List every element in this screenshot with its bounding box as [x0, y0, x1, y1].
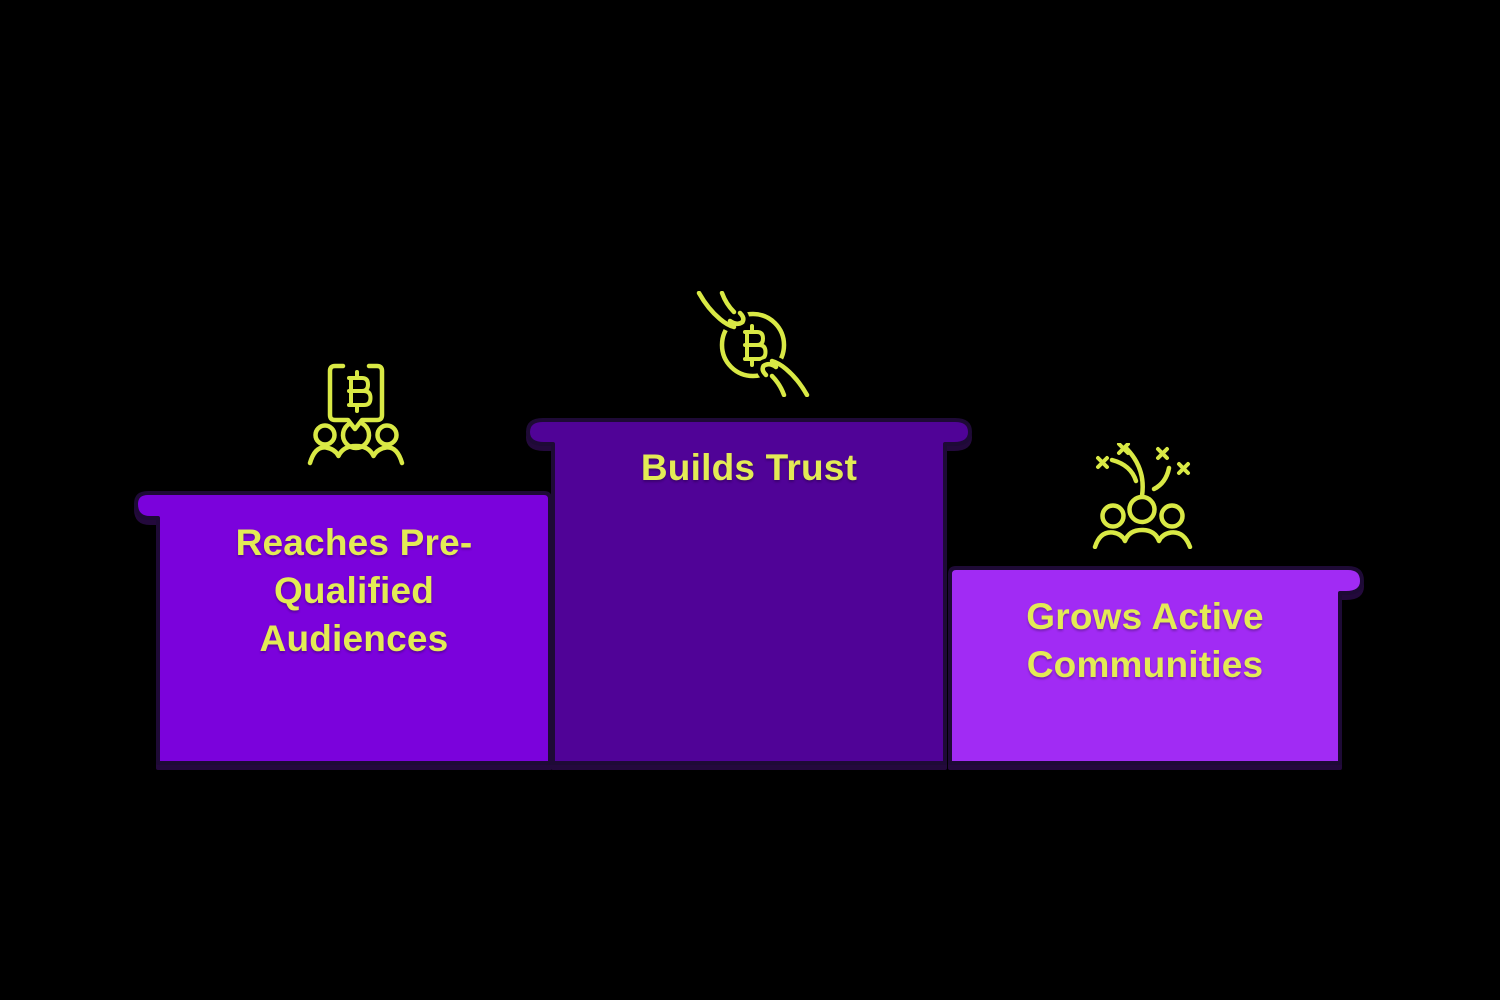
confetti-x-mark — [1156, 447, 1169, 460]
shoulders-wave — [1092, 527, 1193, 549]
bitcoin-coin — [719, 311, 787, 379]
confetti-streamer — [1109, 457, 1139, 484]
bitcoin-chat-audience-icon — [307, 363, 405, 466]
confetti-streamer — [1151, 465, 1172, 492]
podium-label-center: Builds Trust — [640, 447, 858, 488]
hand-lower — [760, 358, 810, 397]
community-celebration-icon — [1092, 443, 1193, 549]
person-head — [1159, 503, 1185, 529]
person-head — [375, 423, 399, 447]
hand-upper — [696, 291, 746, 330]
bitcoin-symbol — [347, 370, 373, 413]
confetti-x-mark — [1117, 443, 1130, 455]
confetti-x-mark — [1177, 462, 1190, 475]
person-head — [1100, 503, 1126, 529]
podium-label-left: Reaches Pre- Qualified Audiences — [235, 522, 473, 659]
shoulders-wave — [307, 443, 405, 466]
podium-block-center — [526, 418, 972, 765]
podium-block-left — [134, 491, 552, 765]
podium-label-right: Grows Active Communities — [1026, 596, 1264, 685]
speech-bubble-shape — [327, 363, 385, 432]
hands-exchange-bitcoin-icon — [696, 291, 810, 397]
confetti-x-mark — [1096, 456, 1109, 469]
podium-block-right — [948, 566, 1364, 765]
confetti-streamer — [1124, 446, 1145, 499]
person-head — [1127, 494, 1157, 525]
person-head — [313, 423, 337, 447]
bitcoin-symbol — [743, 324, 768, 367]
